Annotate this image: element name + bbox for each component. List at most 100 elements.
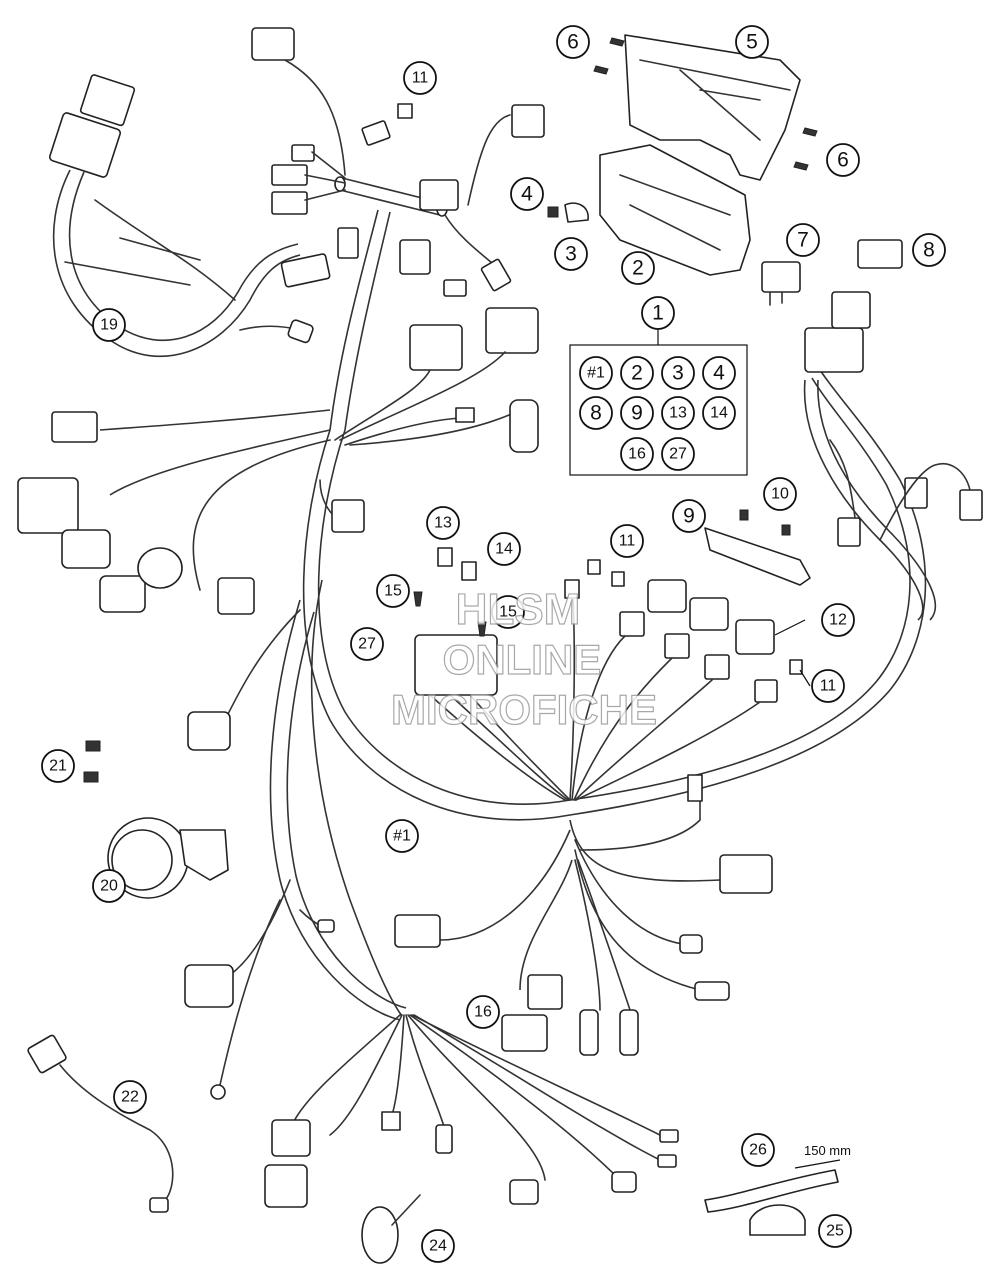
part-10-screws [739,509,791,536]
kit-item-4: 8 [579,396,613,430]
svg-text:11: 11 [619,533,636,550]
connector-lower-left-2 [271,1119,311,1157]
part-9-plate [704,527,811,586]
svg-text:MICROFICHE: MICROFICHE [391,686,657,733]
svg-text:#1: #1 [587,365,605,382]
callout-21: 21 [41,749,75,783]
svg-text:14: 14 [495,541,513,558]
callout-25: 25 [818,1214,852,1248]
callout-7: 7 [786,223,820,257]
connector-lower-right-4 [694,981,730,1001]
svg-text:19: 19 [100,317,118,334]
svg-text:13: 13 [669,405,687,422]
connector-left-1 [51,411,98,443]
svg-text:11: 11 [820,678,837,695]
callout-15b: 15 [491,595,525,629]
part-22-end [149,1197,169,1213]
svg-text:5: 5 [746,31,758,54]
part-6-screws-right [793,127,818,171]
kit-item-8: 16 [620,437,654,471]
part-6-screws-top [593,37,625,75]
callout-13: 13 [426,506,460,540]
connector-cluster-e [399,239,431,275]
part-2-bracket [599,144,751,276]
callout-3: 3 [554,237,588,271]
svg-text:4: 4 [521,183,533,206]
part-7-relay [761,261,801,293]
connector-upper-right [511,104,545,138]
callout-6b: 6 [826,143,860,177]
kit-item-1: 2 [620,356,654,390]
connector-right-b [959,489,983,521]
callout-1: 1 [641,296,675,330]
callout-12: 12 [821,603,855,637]
part-8-connector [857,239,903,269]
svg-text:16: 16 [628,446,646,463]
part-27-fuse-box [414,634,498,696]
connector-left-3 [61,529,111,569]
part-16-connector [501,1014,548,1052]
connector-cluster-b [271,191,308,215]
lower-right-branches [394,774,773,1056]
svg-text:8: 8 [923,239,935,262]
svg-text:21: 21 [49,758,67,775]
part-11-b3 [611,571,625,587]
left-side-connectors [17,409,365,751]
svg-text:15: 15 [384,583,402,600]
relay-socket-b [664,633,690,659]
svg-text:2: 2 [632,257,644,280]
connector-lower-b [435,1124,453,1154]
isolated-parts [27,740,841,1264]
connector-cluster-a [271,164,308,186]
callout-6a: 6 [556,25,590,59]
sensor-mid [509,399,539,453]
callout-10: 10 [763,477,797,511]
kit-item-2: 3 [661,356,695,390]
callout-19: 19 [92,308,126,342]
svg-text:22: 22 [121,1089,139,1106]
ecu-plug-right [485,307,539,354]
leader-lines [774,619,811,687]
part-13-fuse [437,547,453,567]
callout-27: 27 [350,627,384,661]
callout-9: 9 [672,499,706,533]
svg-text:14: 14 [710,405,728,422]
connector-lower-right-2 [687,774,703,802]
callout-26: 26 [741,1133,775,1167]
svg-text:#1: #1 [393,828,411,845]
connector-small-lower [317,919,335,933]
sleeve-end [334,176,346,192]
svg-text:6: 6 [567,31,579,54]
ecu-plugs [334,307,539,453]
connector-bullet-a [579,1009,599,1056]
connector-cluster-c [291,144,315,162]
connector-19-main [48,112,122,178]
svg-text:3: 3 [672,362,684,385]
callout-15a: 15 [376,574,410,608]
connector-lower-mid-2 [527,974,563,1010]
svg-text:25: 25 [826,1223,844,1240]
svg-text:13: 13 [434,515,452,532]
connector-left-2 [17,477,79,534]
svg-text:ONLINE: ONLINE [443,636,602,683]
part-22-connector [27,1034,67,1074]
connector-lower-c [509,1179,539,1205]
spade-terminal-a [659,1129,679,1143]
part-14-fuse [461,561,477,581]
callout-8: 8 [912,233,946,267]
kit-item-0: #1 [579,356,613,390]
bracket-parts [547,34,983,586]
ring-terminal [210,1084,226,1100]
connector-lower-right-3 [679,934,703,954]
part-11-b1 [564,579,580,599]
callout-24: 24 [421,1229,455,1263]
svg-text:9: 9 [683,505,695,528]
watermark: HLSM ONLINE MICROFICHE [390,584,657,733]
callout-2: 2 [621,251,655,285]
connector-lower-right-1 [719,854,773,894]
svg-text:2: 2 [631,362,643,385]
connector-bullet-b [619,1009,639,1056]
svg-text:24: 24 [429,1238,447,1255]
part-11-b2 [587,559,601,575]
